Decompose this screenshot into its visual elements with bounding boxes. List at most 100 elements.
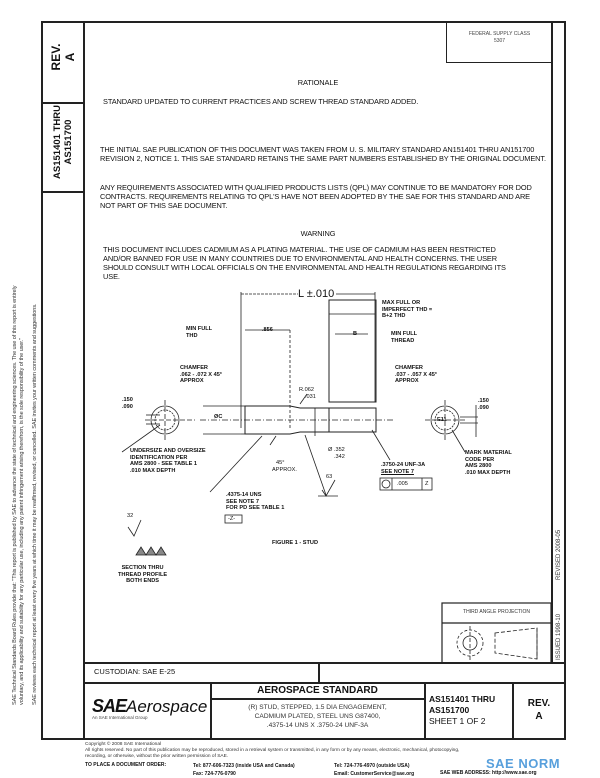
material-code: E11 bbox=[437, 417, 447, 423]
dim-b: B bbox=[353, 331, 358, 337]
fsc-label: FEDERAL SUPPLY CLASS bbox=[468, 31, 531, 37]
copyright-notice: Copyright © 2008 SAE International All r… bbox=[85, 742, 459, 760]
divider bbox=[210, 683, 212, 740]
rationale-heading: RATIONALE bbox=[297, 78, 339, 87]
description-line: .4375-14 UNS X .3750-24 UNF-3A bbox=[266, 722, 369, 729]
rationale-text: STANDARD UPDATED TO CURRENT PRACTICES AN… bbox=[103, 97, 419, 106]
callout-line: CHAMFER bbox=[180, 365, 208, 371]
rights-line: All rights reserved. No part of this pub… bbox=[85, 748, 460, 753]
rev-value: A bbox=[535, 711, 543, 722]
divider bbox=[83, 21, 85, 740]
rights-line: recording, or otherwise, without the pri… bbox=[85, 754, 229, 759]
callout-line: .010 MAX DEPTH bbox=[130, 467, 176, 474]
sae-norm-watermark: SAE NORM bbox=[486, 756, 561, 771]
divider bbox=[551, 21, 553, 663]
document-type: AEROSPACE STANDARD bbox=[257, 685, 378, 696]
part-description: (R) STUD, STEPPED, 1.5 DIA ENGAGEMENT, C… bbox=[211, 703, 424, 730]
callout-line: AMS 2800 - SEE TABLE 1 bbox=[130, 461, 198, 467]
callout-line: MIN FULL bbox=[391, 331, 418, 337]
order-label: TO PLACE A DOCUMENT ORDER: bbox=[85, 762, 167, 768]
email-link[interactable]: Email: CustomerService@sae.org bbox=[334, 771, 415, 777]
left-end-dim: .150.090 bbox=[122, 397, 133, 410]
datum: Z bbox=[425, 481, 429, 487]
chamfer-right: CHAMFER.037 - .057 X 45°APPROX bbox=[395, 365, 437, 385]
callout-line: R.062 bbox=[299, 387, 314, 393]
divider bbox=[41, 102, 84, 104]
divider bbox=[318, 662, 320, 683]
figure-caption: FIGURE 1 - STUD bbox=[272, 540, 318, 546]
callout-line: .062 - .072 X 45° bbox=[180, 371, 223, 378]
callout-line: SEE NOTE 7 bbox=[226, 498, 259, 505]
logo-bold: SAE bbox=[92, 696, 127, 716]
right-end-dim: .150.090 bbox=[478, 398, 489, 411]
warning-heading: WARNING bbox=[300, 229, 336, 238]
paragraph: THE INITIAL SAE PUBLICATION OF THIS DOCU… bbox=[100, 145, 546, 163]
callout-line: IMPERFECT THD = bbox=[382, 306, 433, 313]
divider bbox=[424, 683, 426, 740]
paragraph: ANY REQUIREMENTS ASSOCIATED WITH QUALIFI… bbox=[100, 183, 532, 210]
tolerance: .005 bbox=[397, 481, 408, 487]
callout-line: .090 bbox=[478, 404, 489, 411]
divider bbox=[512, 683, 514, 740]
divider bbox=[41, 191, 84, 193]
callout-line: .342 bbox=[334, 453, 345, 460]
rev-label: REV. bbox=[527, 698, 551, 709]
callout-line: APPROX bbox=[180, 378, 204, 384]
datum-box: -Z- bbox=[228, 516, 236, 522]
callout-line: .150 bbox=[478, 398, 489, 404]
contact-intl: Tel: 724-776-4970 (outside USA) Email: C… bbox=[334, 762, 414, 778]
web-address[interactable]: SAE WEB ADDRESS: http://www.sae.org bbox=[440, 770, 537, 776]
callout-line: 45° bbox=[276, 460, 285, 466]
dia-c: ØC bbox=[214, 414, 223, 420]
divider bbox=[84, 662, 566, 664]
length-dim: L ±.010 bbox=[298, 288, 335, 300]
chamfer-left: CHAMFER.062 - .072 X 45°APPROX bbox=[180, 365, 222, 385]
logo-light: Aerospace bbox=[126, 697, 208, 716]
copyright: Copyright © 2008 SAE International bbox=[85, 742, 162, 747]
callout-line: CODE PER bbox=[465, 456, 495, 463]
callout-line: APPROX bbox=[395, 378, 419, 384]
radius-dim: R.062.031 bbox=[299, 387, 316, 400]
callout-line: FOR PD SEE TABLE 1 bbox=[226, 505, 285, 511]
fsc-value: 5307 bbox=[493, 38, 506, 44]
callout-line: .010 MAX DEPTH bbox=[465, 469, 511, 476]
finish-63: 63 bbox=[326, 474, 333, 480]
description-line: CADMIUM PLATED, STEEL UNS G87400, bbox=[254, 713, 381, 720]
number-line: AS151401 THRU bbox=[429, 694, 496, 704]
tel-intl: Tel: 724-776-4970 (outside USA) bbox=[334, 763, 410, 769]
dim-856: .856 bbox=[262, 327, 273, 333]
warning-text: THIS DOCUMENT INCLUDES CADMIUM AS A PLAT… bbox=[103, 245, 506, 281]
callout-line: THREAD PROFILE bbox=[118, 571, 168, 578]
description-line: (R) STUD, STEPPED, 1.5 DIA ENGAGEMENT, bbox=[248, 704, 387, 711]
callout-line: THD bbox=[186, 332, 198, 339]
callout-line: CHAMFER bbox=[395, 365, 423, 371]
callout-line: MAX FULL OR bbox=[382, 300, 421, 306]
callout-line: .090 bbox=[122, 403, 133, 410]
callout-line: .037 - .057 X 45° bbox=[395, 371, 438, 378]
dia-352: Ø .352.342 bbox=[328, 447, 345, 460]
callout-line: THREAD bbox=[391, 337, 415, 344]
callout-line: MARK MATERIAL bbox=[465, 450, 512, 456]
callout-line: SEE NOTE 7 bbox=[381, 468, 414, 475]
callout-line: .150 bbox=[122, 397, 133, 403]
divider bbox=[84, 682, 566, 684]
callout-line: UNDERSIZE AND OVERSIZE bbox=[130, 448, 206, 454]
callout-line: SECTION THRU bbox=[121, 565, 164, 571]
drawing-frame bbox=[41, 21, 566, 740]
callout-line: MIN FULL bbox=[186, 326, 213, 332]
contact-us: Tel: 877-606-7323 (inside USA and Canada… bbox=[193, 762, 295, 778]
logo-subtitle: An SAE International Group bbox=[92, 715, 148, 720]
sheet-number: SHEET 1 OF 2 bbox=[429, 716, 486, 726]
callout-line: IDENTIFICATION PER bbox=[130, 454, 188, 461]
callout-line: .4375-14 UNS bbox=[226, 492, 262, 498]
projection-label: THIRD ANGLE PROJECTION bbox=[463, 609, 530, 615]
fax: Fax: 724-776-0790 bbox=[193, 771, 236, 777]
